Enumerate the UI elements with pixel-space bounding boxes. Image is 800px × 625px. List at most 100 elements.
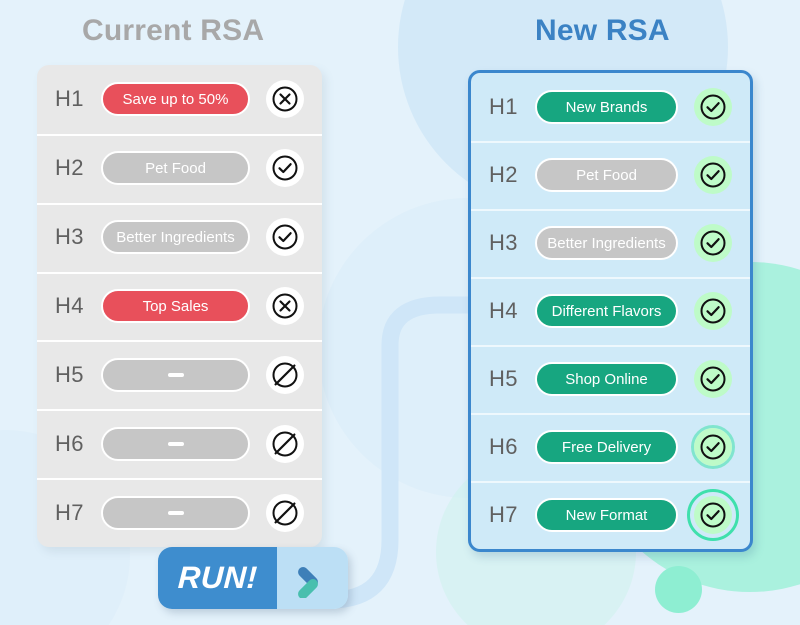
headline-status[interactable] (687, 489, 739, 541)
headline-status[interactable] (264, 147, 306, 189)
headline-position-label: H4 (55, 293, 84, 318)
empty-dash-icon (167, 510, 184, 515)
status-halo (266, 149, 304, 188)
headline-pill[interactable]: Pet Food (535, 158, 678, 192)
headline-row: H1 Save up to 50% (37, 65, 322, 134)
headline-pill[interactable]: Pet Food (101, 151, 250, 186)
headline-status[interactable] (264, 78, 306, 120)
headline-pill[interactable]: Free Delivery (535, 430, 678, 464)
headline-pill[interactable] (101, 495, 250, 530)
cross-circle-icon (272, 86, 298, 112)
check-circle-icon (700, 434, 726, 460)
headline-pill[interactable] (101, 357, 250, 392)
headline-pill[interactable]: New Format (535, 498, 678, 532)
headline-position-label: H3 (489, 230, 518, 255)
run-button-icon-area (277, 547, 348, 609)
status-halo (694, 360, 732, 398)
headline-row: H3 Better Ingredients (37, 202, 322, 272)
status-halo (694, 88, 732, 126)
pulse-ring-inner (691, 425, 735, 469)
headline-row: H7 New Format (471, 481, 750, 549)
status-glyph (699, 501, 727, 529)
headline-status[interactable] (264, 354, 306, 396)
headline-position-label: H1 (55, 86, 84, 112)
status-glyph (699, 433, 727, 461)
pulse-ring-outer (687, 489, 739, 541)
status-glyph (699, 93, 727, 121)
headline-row: H4 Different Flavors (471, 277, 750, 345)
headline-status[interactable] (264, 216, 306, 258)
headline-row: H5 (37, 340, 322, 409)
headline-position-label: H5 (489, 366, 518, 391)
decorative-circle-mint-small (655, 566, 702, 613)
status-halo (694, 292, 732, 330)
slash-circle-icon (272, 362, 298, 388)
headline-position-label: H5 (55, 361, 84, 387)
check-circle-icon (272, 155, 298, 181)
headline-row: H2 Pet Food (471, 141, 750, 209)
check-circle-icon (700, 298, 726, 324)
headline-row: H1 New Brands (471, 73, 750, 141)
headline-status[interactable] (692, 358, 734, 400)
status-halo (694, 156, 732, 194)
status-glyph (271, 154, 299, 182)
headline-pill[interactable]: Better Ingredients (101, 220, 250, 255)
headline-pill[interactable]: Shop Online (535, 362, 678, 396)
headline-position-label: H2 (489, 162, 518, 187)
check-circle-icon (700, 162, 726, 188)
headline-pill[interactable]: Top Sales (101, 289, 250, 323)
headline-position-label: H3 (55, 224, 84, 250)
run-button[interactable]: RUN! (158, 547, 348, 609)
headline-status[interactable] (264, 423, 306, 465)
status-glyph (699, 365, 727, 393)
status-glyph (271, 361, 299, 389)
headline-row: H5 Shop Online (471, 345, 750, 413)
cross-circle-icon (272, 293, 298, 319)
status-glyph (699, 297, 727, 325)
headline-position-label: H6 (55, 430, 84, 456)
slash-circle-icon (272, 431, 298, 457)
status-glyph (271, 223, 299, 251)
headline-row: H3 Better Ingredients (471, 209, 750, 277)
headline-pill[interactable]: Better Ingredients (535, 226, 678, 260)
headline-position-label: H1 (489, 94, 518, 119)
empty-dash-icon (167, 372, 184, 377)
status-glyph (699, 229, 727, 257)
headline-status[interactable] (692, 154, 734, 196)
slash-circle-icon (272, 500, 298, 526)
headline-row: H4 Top Sales (37, 271, 322, 341)
run-button-label: RUN! (176, 560, 259, 595)
status-halo (266, 218, 304, 257)
page-title-new: New RSA (535, 14, 670, 47)
headline-status[interactable] (264, 285, 306, 327)
headline-status[interactable] (692, 222, 734, 264)
headline-pill[interactable]: New Brands (535, 90, 678, 124)
run-button-label-area: RUN! (158, 547, 277, 609)
headline-status[interactable] (692, 86, 734, 128)
status-halo (694, 496, 732, 534)
headline-position-label: H6 (489, 434, 518, 459)
headline-pill[interactable]: Save up to 50% (101, 82, 250, 117)
headline-pill[interactable]: Different Flavors (535, 294, 678, 328)
headline-position-label: H7 (55, 499, 84, 525)
headline-status[interactable] (691, 425, 735, 469)
headline-pill[interactable] (101, 426, 250, 461)
headline-row: H6 (37, 409, 322, 478)
headline-position-label: H7 (489, 502, 518, 527)
status-halo (694, 224, 732, 262)
check-circle-icon (272, 224, 298, 250)
headline-status[interactable] (264, 492, 306, 534)
chevron-right-icon (297, 567, 318, 598)
check-circle-icon (700, 94, 726, 120)
headline-row: H6 Free Delivery (471, 413, 750, 481)
status-glyph (271, 499, 299, 527)
status-glyph (271, 292, 299, 320)
headline-position-label: H4 (489, 298, 518, 323)
headline-status[interactable] (692, 290, 734, 332)
